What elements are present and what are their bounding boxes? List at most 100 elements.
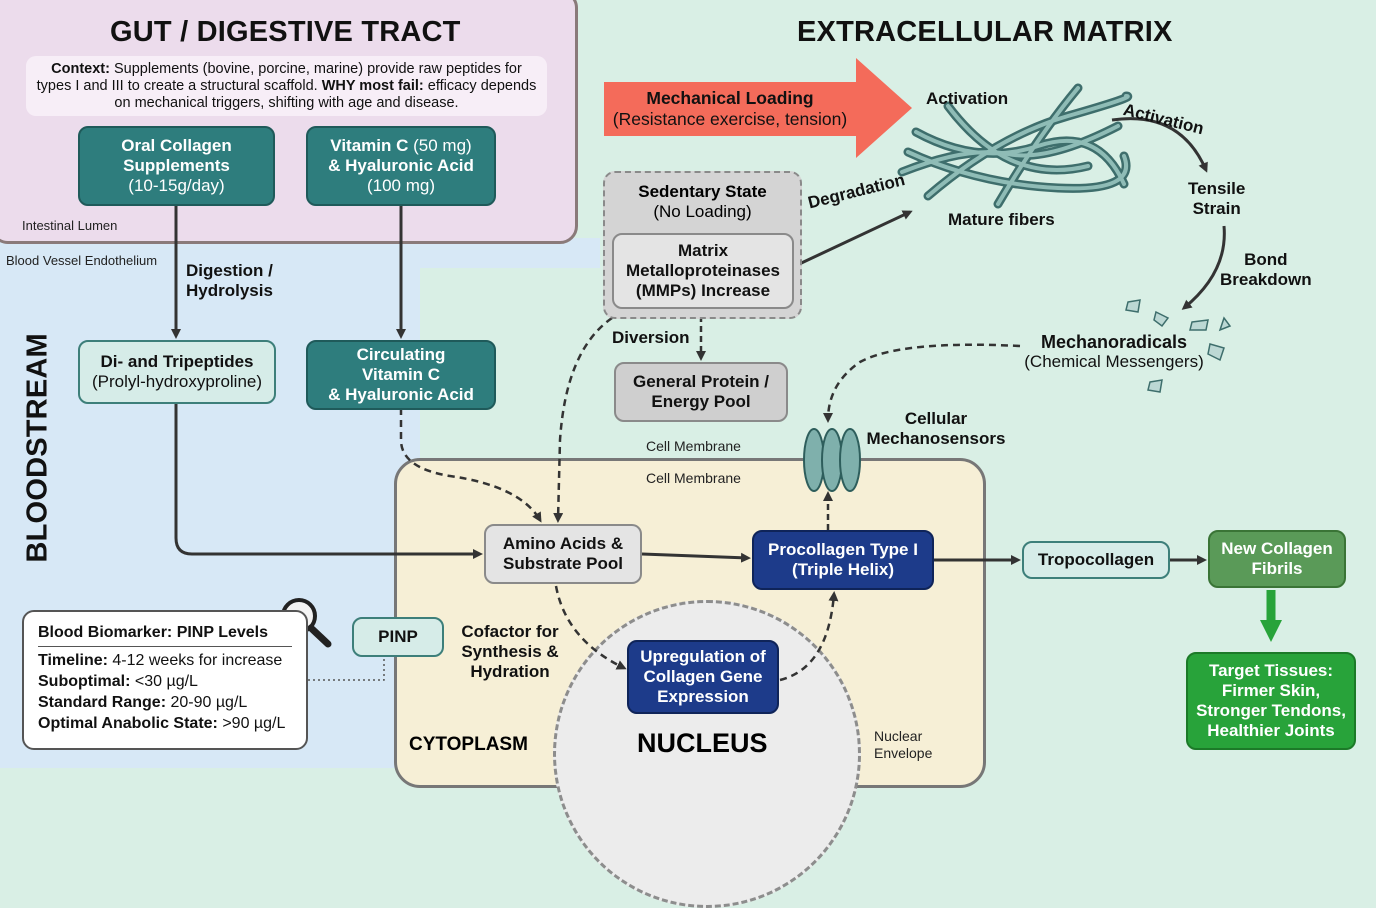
amino-acids-node: Amino Acids & Substrate Pool <box>484 524 642 584</box>
biomarker-value: 20-90 µg/L <box>166 694 248 711</box>
biomarker-value: <30 µg/L <box>130 673 198 690</box>
cofactor-label: Cofactor for Synthesis & Hydration <box>458 622 562 682</box>
tropocollagen-node: Tropocollagen <box>1022 541 1170 579</box>
mechanoradicals-line2: (Chemical Messengers) <box>1024 352 1204 371</box>
peptides-node: Di- and Tripeptides (Prolyl-hydroxyproli… <box>78 340 276 404</box>
context-text-1: Supplements (bovine, porcine, marine) pr… <box>36 61 522 94</box>
energy-line2: Energy Pool <box>651 392 751 411</box>
oral-line2: Supplements <box>123 156 230 175</box>
amino-line2: Substrate Pool <box>503 554 623 573</box>
digestion-line2: Hydrolysis <box>186 281 273 300</box>
sedentary-line1: Sedentary State <box>638 182 767 201</box>
activation-fibers-label: Activation <box>926 89 1009 108</box>
circ-line1: Circulating <box>356 345 446 364</box>
digestion-label: Digestion / Hydrolysis <box>186 261 273 301</box>
vitamin-c-node: Vitamin C (50 mg) & Hyaluronic Acid (100… <box>306 126 496 206</box>
cofactor-line3: Hydration <box>470 662 550 681</box>
mature-fibers-label: Mature fibers <box>948 210 1055 229</box>
targets-line2: Firmer Skin, <box>1221 681 1321 700</box>
mechanosensor-icon <box>803 428 861 492</box>
nucleus-title: NUCLEUS <box>637 728 768 758</box>
vitc-line1a: Vitamin C <box>330 136 409 155</box>
upreg-line1: Upregulation of <box>640 647 766 666</box>
collagen-fibrils-node: New Collagen Fibrils <box>1208 530 1346 588</box>
sedentary-line2: (No Loading) <box>653 202 752 221</box>
biomarker-key: Standard Range: <box>38 694 167 711</box>
cell-membrane-inner-label: Cell Membrane <box>646 470 741 486</box>
peptides-line2: (Prolyl-hydroxyproline) <box>91 372 263 391</box>
nuclear-envelope-line1: Nuclear <box>874 728 923 744</box>
ecm-title: EXTRACELLULAR MATRIX <box>797 16 1173 48</box>
biomarker-row: Timeline: 4-12 weeks for increase <box>38 650 292 671</box>
upreg-line2: Collagen Gene <box>643 667 763 686</box>
mechanical-loading-title: Mechanical Loading <box>646 88 814 108</box>
energy-pool-node: General Protein / Energy Pool <box>614 362 788 422</box>
cofactor-line1: Cofactor for <box>461 622 559 641</box>
amino-line1: Amino Acids & <box>502 534 624 553</box>
biomarker-panel: Blood Biomarker: PINP Levels Timeline: 4… <box>22 610 308 750</box>
why-fail-label: WHY most fail: <box>321 78 424 94</box>
circulating-vitc-node: Circulating Vitamin C & Hyaluronic Acid <box>306 340 496 410</box>
mechanosensors-line2: Mechanosensors <box>866 429 1006 448</box>
procollagen-line1: Procollagen Type I <box>768 540 918 559</box>
biomarker-key: Optimal Anabolic State: <box>38 715 218 732</box>
gut-title: GUT / DIGESTIVE TRACT <box>110 16 461 48</box>
circ-line3: & Hyaluronic Acid <box>328 385 474 404</box>
targets-line1: Target Tissues: <box>1208 661 1334 680</box>
mechanoradicals-label: Mechanoradicals (Chemical Messengers) <box>1014 332 1214 372</box>
peptides-line1: Di- and Tripeptides <box>100 352 254 371</box>
cofactor-line2: Synthesis & <box>461 642 559 661</box>
intestinal-lumen-label: Intestinal Lumen <box>22 218 118 233</box>
fragment-icon <box>1125 299 1232 393</box>
target-tissues-node: Target Tissues: Firmer Skin, Stronger Te… <box>1186 652 1356 750</box>
vitc-line1b: (50 mg) <box>408 136 472 155</box>
oral-line3: (10-15g/day) <box>128 176 225 195</box>
biomarker-row: Standard Range: 20-90 µg/L <box>38 692 292 713</box>
oral-collagen-node: Oral Collagen Supplements (10-15g/day) <box>78 126 275 206</box>
cell-membrane-outer-label: Cell Membrane <box>646 438 741 454</box>
mechanosensors-label: Cellular Mechanosensors <box>866 409 1006 449</box>
fibrils-line2: Fibrils <box>1251 559 1303 578</box>
arrow-radicals-to-sensors <box>823 343 1021 423</box>
mechanoradicals-line1: Mechanoradicals <box>1040 332 1188 352</box>
mechanosensors-line1: Cellular <box>904 409 968 428</box>
targets-line3: Stronger Tendons, <box>1196 701 1346 720</box>
arrow-sedentary-to-amino <box>553 316 613 523</box>
energy-line1: General Protein / <box>632 372 770 391</box>
mechanical-loading-arrow <box>604 58 912 158</box>
mmp-line2: Metalloproteinases <box>626 261 780 280</box>
arrow-amino-to-procollagen <box>641 552 751 563</box>
bond-line1: Bond <box>1244 250 1288 269</box>
procollagen-line2: (Triple Helix) <box>791 560 895 579</box>
arrow-peptides-to-amino <box>174 404 483 559</box>
bond-breakdown-label: Bond Breakdown <box>1220 250 1312 290</box>
biomarker-key: Suboptimal: <box>38 673 131 690</box>
oral-line1: Oral Collagen <box>121 136 232 155</box>
biomarker-value: 4-12 weeks for increase <box>107 652 283 669</box>
mechanical-loading-sub: (Resistance exercise, tension) <box>612 109 848 129</box>
mechanical-loading: Mechanical Loading (Resistance exercise,… <box>604 88 856 130</box>
bond-line2: Breakdown <box>1220 270 1312 289</box>
upregulation-node: Upregulation of Collagen Gene Expression <box>627 640 779 714</box>
pinp-node: PINP <box>352 617 444 657</box>
pinp-label: PINP <box>378 627 418 646</box>
arrow-upreg-to-procollagen <box>779 591 839 682</box>
procollagen-node: Procollagen Type I (Triple Helix) <box>752 530 934 590</box>
arrow-mmp-to-fibers <box>794 210 913 268</box>
context-note: Context: Supplements (bovine, porcine, m… <box>26 56 547 116</box>
diversion-label: Diversion <box>612 328 690 347</box>
tensile-strain-label: Tensile Strain <box>1188 179 1245 219</box>
nuclear-envelope-label: Nuclear Envelope <box>874 728 932 762</box>
context-label: Context: <box>51 61 110 77</box>
upreg-line3: Expression <box>657 687 749 706</box>
arrow-amino-to-upreg <box>554 585 627 670</box>
vitc-line3: (100 mg) <box>366 176 436 195</box>
circ-line2: Vitamin C <box>361 365 441 384</box>
collagen-fibers-icon <box>897 83 1133 209</box>
biomarker-key: Timeline: <box>38 652 108 669</box>
fibrils-line1: New Collagen <box>1221 539 1333 558</box>
biomarker-title: Blood Biomarker: PINP Levels <box>38 622 292 647</box>
biomarker-row: Optimal Anabolic State: >90 µg/L <box>38 713 292 734</box>
biomarker-value: >90 µg/L <box>217 715 286 732</box>
context-text-2: efficacy depends on mechanical triggers,… <box>114 78 537 111</box>
